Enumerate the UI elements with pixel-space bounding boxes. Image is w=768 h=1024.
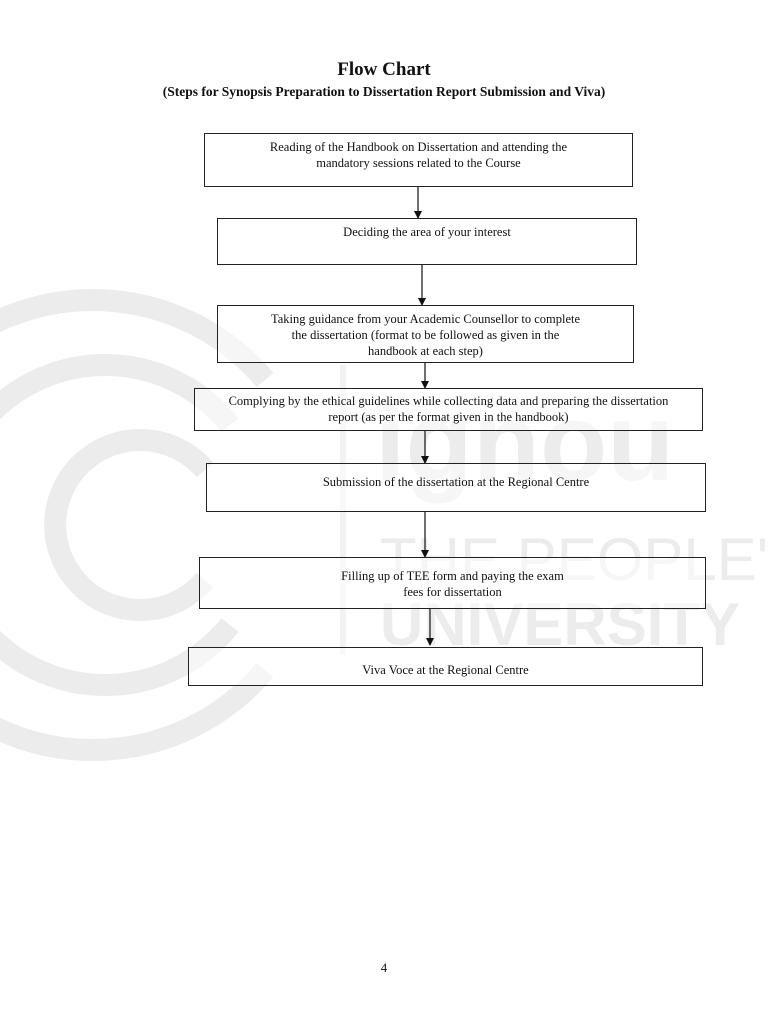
arrowhead-2-3 [418,298,426,306]
arrowhead-6-7 [426,638,434,646]
step-text: Submission of the dissertation at the Re… [322,475,590,489]
step-text: Taking guidance from your Academic Couns… [270,312,581,358]
step-box-ethical-guidelines: Complying by the ethical guidelines whil… [194,388,703,431]
step-text: Reading of the Handbook on Dissertation … [269,140,568,170]
arrowhead-4-5 [421,456,429,464]
page-number: 4 [380,960,388,975]
step-box-tee-form: Filling up of TEE form and paying the ex… [199,557,706,609]
step-box-academic-counsellor: Taking guidance from your Academic Couns… [217,305,634,363]
step-text: Deciding the area of your interest [343,225,511,239]
arrowhead-1-2 [414,211,422,219]
step-box-submission: Submission of the dissertation at the Re… [206,463,706,512]
step-box-viva-voce: Viva Voce at the Regional Centre [188,647,703,686]
step-text: Viva Voce at the Regional Centre [362,663,529,677]
step-text: Filling up of TEE form and paying the ex… [341,569,564,599]
page-subtitle: (Steps for Synopsis Preparation to Disse… [162,84,606,99]
page-title: Flow Chart [337,59,431,80]
step-box-deciding-area: Deciding the area of your interest [217,218,637,265]
step-box-reading-handbook: Reading of the Handbook on Dissertation … [204,133,633,187]
arrowhead-5-6 [421,550,429,558]
step-text: Complying by the ethical guidelines whil… [228,394,669,424]
arrowhead-3-4 [421,381,429,389]
